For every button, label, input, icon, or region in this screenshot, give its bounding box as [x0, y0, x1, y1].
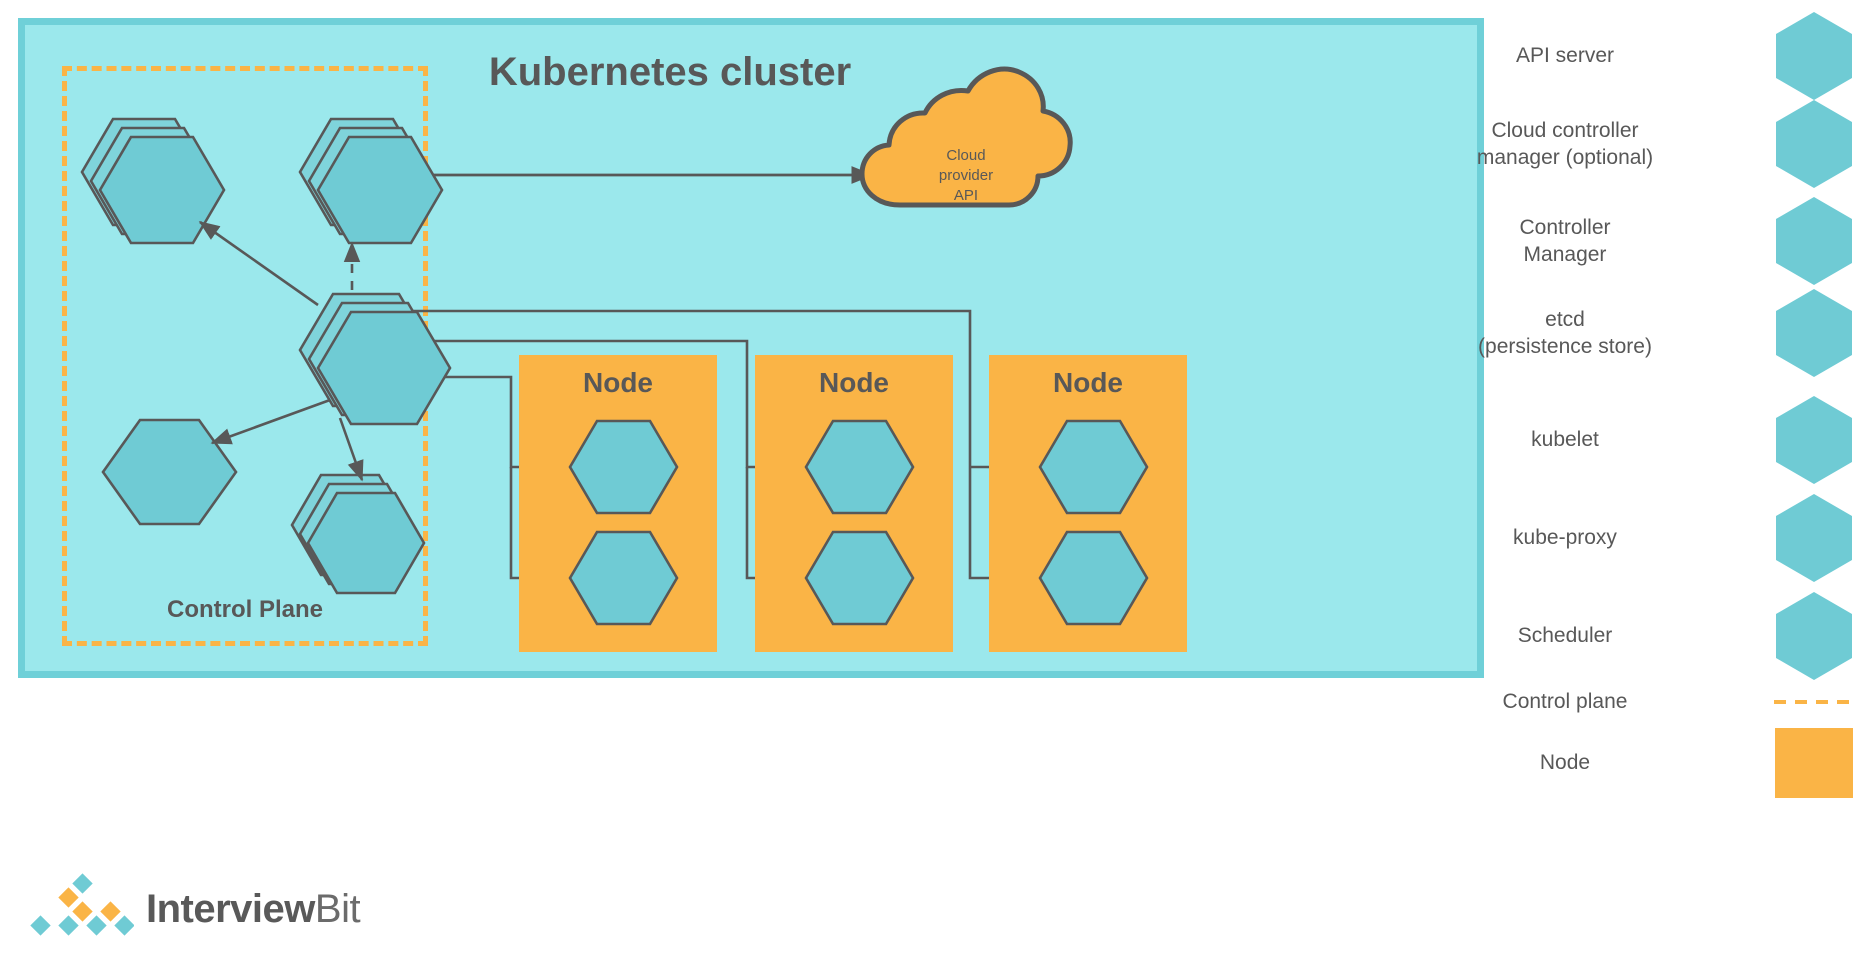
cloud-provider-api-shape: [859, 66, 1073, 208]
hexagon-icon: [1776, 197, 1852, 285]
legend-item-node: Node: [1262, 728, 1862, 798]
legend-swatch-etcd: [1766, 287, 1862, 379]
node-box-2: Node: [755, 355, 953, 652]
legend-label-line-1: Controller: [1519, 215, 1611, 239]
orange-square-icon: [1775, 728, 1853, 798]
legend-label-node: Node: [1539, 751, 1591, 775]
legend-label-scheduler: Scheduler: [1517, 624, 1613, 648]
legend-item-controller-manager: Controller Manager: [1262, 197, 1862, 285]
node-label: Node: [1053, 367, 1123, 398]
hexagon-stack-controller-manager: [80, 117, 226, 245]
hexagon-stack-scheduler: [290, 473, 426, 595]
kubernetes-cluster-container: [18, 18, 1484, 678]
legend-label-cloud-controller-manager: Cloud controller manager (optional): [1386, 117, 1766, 172]
legend-label-control-plane: Control plane: [1502, 690, 1628, 714]
hexagon-icon: [1776, 396, 1852, 484]
legend-swatch-node: [1766, 728, 1862, 798]
legend-swatch-cloud-controller-manager: [1766, 98, 1862, 190]
legend: API server Cloud controller manager (opt…: [1262, 0, 1862, 820]
legend-swatch-kube-proxy: [1766, 492, 1862, 584]
cloud-label-line-3: API: [953, 186, 979, 204]
cluster-title: Kubernetes cluster: [488, 50, 852, 94]
hexagon-stack-api-server: [298, 292, 452, 426]
legend-item-etcd: etcd (persistence store): [1262, 289, 1862, 377]
legend-label-line-1: Cloud controller: [1491, 118, 1639, 142]
legend-label-etcd: etcd (persistence store): [1386, 306, 1766, 361]
legend-swatch-control-plane: [1766, 697, 1862, 707]
legend-item-api-server: API server: [1262, 12, 1862, 100]
legend-item-kube-proxy: kube-proxy: [1262, 494, 1862, 582]
legend-label-line-2: (persistence store): [1478, 335, 1652, 358]
legend-label-line-1: etcd: [1545, 307, 1585, 331]
node-label: Node: [819, 367, 889, 398]
node-box-1: Node: [519, 355, 717, 652]
legend-item-scheduler: Scheduler: [1262, 592, 1862, 680]
legend-item-kubelet: kubelet: [1262, 396, 1862, 484]
legend-item-cloud-controller-manager: Cloud controller manager (optional): [1262, 100, 1862, 188]
node-box-3: Node: [989, 355, 1187, 652]
legend-swatch-scheduler: [1766, 590, 1862, 682]
hexagon-icon: [1776, 494, 1852, 582]
legend-label-kube-proxy: kube-proxy: [1513, 526, 1617, 550]
hexagon-icon: [1776, 289, 1852, 377]
cloud-label-line-2: provider: [938, 166, 994, 184]
legend-item-control-plane: Control plane: [1262, 680, 1862, 724]
legend-label-line-2: manager (optional): [1476, 146, 1654, 169]
dashed-line-icon: [1774, 700, 1854, 704]
logo-text-light: Bit: [314, 886, 361, 931]
hexagon-icon: [1776, 100, 1852, 188]
cloud-provider-api-label: Cloud provider API: [896, 146, 1036, 205]
hexagon-stack-cloud-controller-manager: [298, 117, 444, 245]
legend-swatch-kubelet: [1766, 394, 1862, 486]
cloud-label-line-1: Cloud: [946, 147, 986, 164]
hexagon-icon: [1776, 12, 1852, 100]
interviewbit-wordmark: InterviewBit: [146, 886, 361, 932]
legend-label-line-2: Manager: [1523, 243, 1607, 266]
legend-swatch-controller-manager: [1766, 195, 1862, 287]
control-plane-label: Control Plane: [166, 596, 323, 623]
legend-swatch-api-server: [1766, 10, 1862, 102]
legend-label-kubelet: kubelet: [1531, 428, 1599, 452]
cluster-title-wrapper: Kubernetes cluster: [400, 50, 940, 95]
control-plane-internal-arrows: [198, 220, 364, 482]
hexagon-etcd: [101, 418, 238, 526]
legend-label-api-server: API server: [1515, 44, 1615, 68]
hexagon-icon: [1776, 592, 1852, 680]
node-label: Node: [583, 367, 653, 398]
legend-label-controller-manager: Controller Manager: [1386, 214, 1766, 269]
interviewbit-mark-icon: [30, 872, 134, 938]
logo-text-bold: Interview: [146, 886, 315, 931]
interviewbit-logo: InterviewBit: [30, 872, 361, 946]
